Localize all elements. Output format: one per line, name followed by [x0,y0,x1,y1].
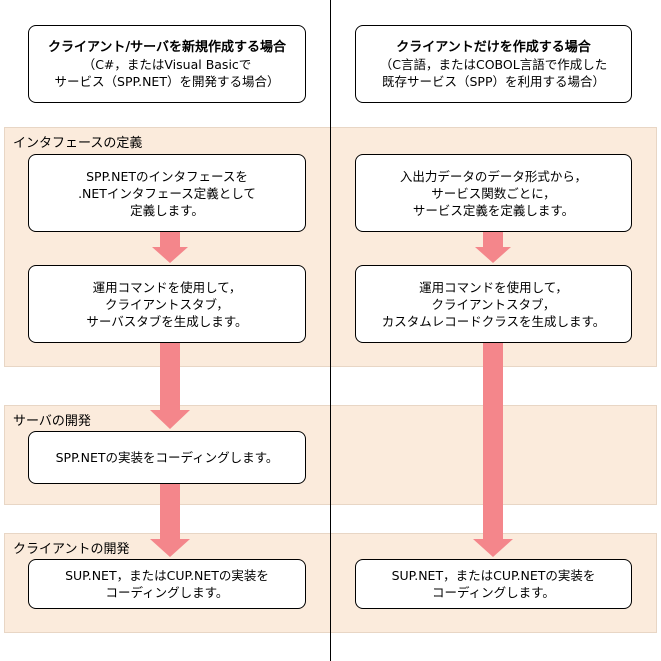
left-step3-line: SPP.NETの実装をコーディングします。 [55,450,279,465]
right-step1-line: サービス定義を定義します。 [412,202,575,218]
left-step1-line: .NETインタフェース定義として [78,185,256,201]
left-step1-line: 定義します。 [130,202,204,218]
arrow-left-2 [150,342,190,429]
left-step2-line: サーバスタブを生成します。 [86,313,248,329]
arrow-right-1 [475,231,511,263]
left-step4-line: コーディングします。 [105,585,229,600]
band-label-server: サーバの開発 [13,414,91,429]
right-header-line3: 既存サービス（SPP）を利用する場合） [381,73,605,89]
left-step3-box: SPP.NETの実装をコーディングします。 [28,431,306,484]
left-step4-line: SUP.NET，またはCUP.NETの実装を [65,568,269,583]
left-header-box: クライアント/サーバを新規作成する場合 （C#，またはVisual Basicで… [28,25,306,103]
band-label-interface: インタフェースの定義 [13,136,143,151]
right-step2-box: 運用コマンドを使用して， クライアントスタブ， カスタムレコードクラスを生成しま… [355,265,632,343]
arrow-right-2 [473,342,513,557]
right-header-box: クライアントだけを作成する場合 （C言語，またはCOBOL言語で作成した 既存サ… [355,25,632,103]
right-header-line2: （C言語，またはCOBOL言語で作成した [379,56,608,72]
left-step1-box: SPP.NETのインタフェースを .NETインタフェース定義として 定義します。 [28,154,306,232]
right-step2-line: 運用コマンドを使用して， [419,279,568,295]
left-step4-box: SUP.NET，またはCUP.NETの実装を コーディングします。 [28,559,306,609]
arrow-left-1 [152,231,188,263]
left-step1-line: SPP.NETのインタフェースを [86,168,248,184]
right-step2-line: カスタムレコードクラスを生成します。 [381,313,606,329]
right-step2-line: クライアントスタブ， [431,296,556,312]
right-step4-line: SUP.NET，またはCUP.NETの実装を [391,568,596,583]
arrow-left-3 [150,483,190,557]
left-step2-box: 運用コマンドを使用して， クライアントスタブ， サーバスタブを生成します。 [28,265,306,343]
right-header-title: クライアントだけを作成する場合 [396,39,591,55]
right-step1-box: 入出力データのデータ形式から， サービス関数ごとに， サービス定義を定義します。 [355,154,632,232]
right-step1-line: 入出力データのデータ形式から， [399,168,588,184]
right-step4-box: SUP.NET，またはCUP.NETの実装を コーディングします。 [355,559,632,609]
band-label-client: クライアントの開発 [13,542,130,557]
left-header-line3: サービス（SPP.NET）を開発する場合） [54,73,280,89]
left-header-title: クライアント/サーバを新規作成する場合 [47,39,287,55]
left-step2-line: クライアントスタブ， [105,296,229,312]
right-step4-line: コーディングします。 [432,585,555,600]
left-header-line2: （C#，またはVisual Basicで [82,56,252,72]
column-divider [330,0,331,661]
right-step1-line: サービス関数ごとに， [431,185,556,201]
left-step2-line: 運用コマンドを使用して， [92,279,242,295]
